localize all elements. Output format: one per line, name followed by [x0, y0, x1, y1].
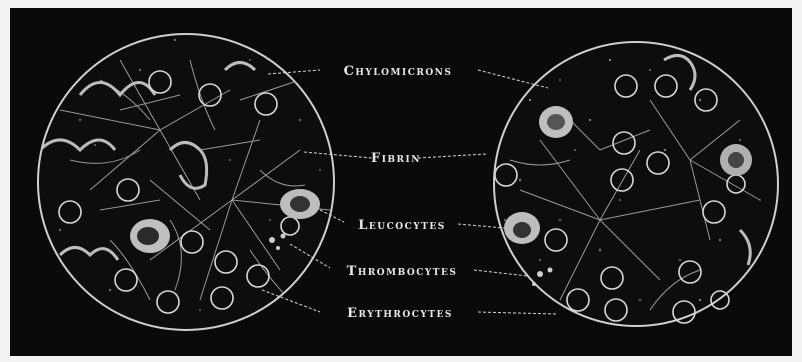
left-microscope-field: [38, 34, 334, 330]
label-erythrocytes: Erythrocytes: [347, 306, 453, 321]
label-leucocytes: Leucocytes: [358, 218, 446, 233]
label-chylomicrons: Chylomicrons: [344, 64, 453, 79]
label-thrombocytes: Thrombocytes: [347, 264, 458, 279]
label-fibrin: Fibrin: [371, 151, 421, 166]
